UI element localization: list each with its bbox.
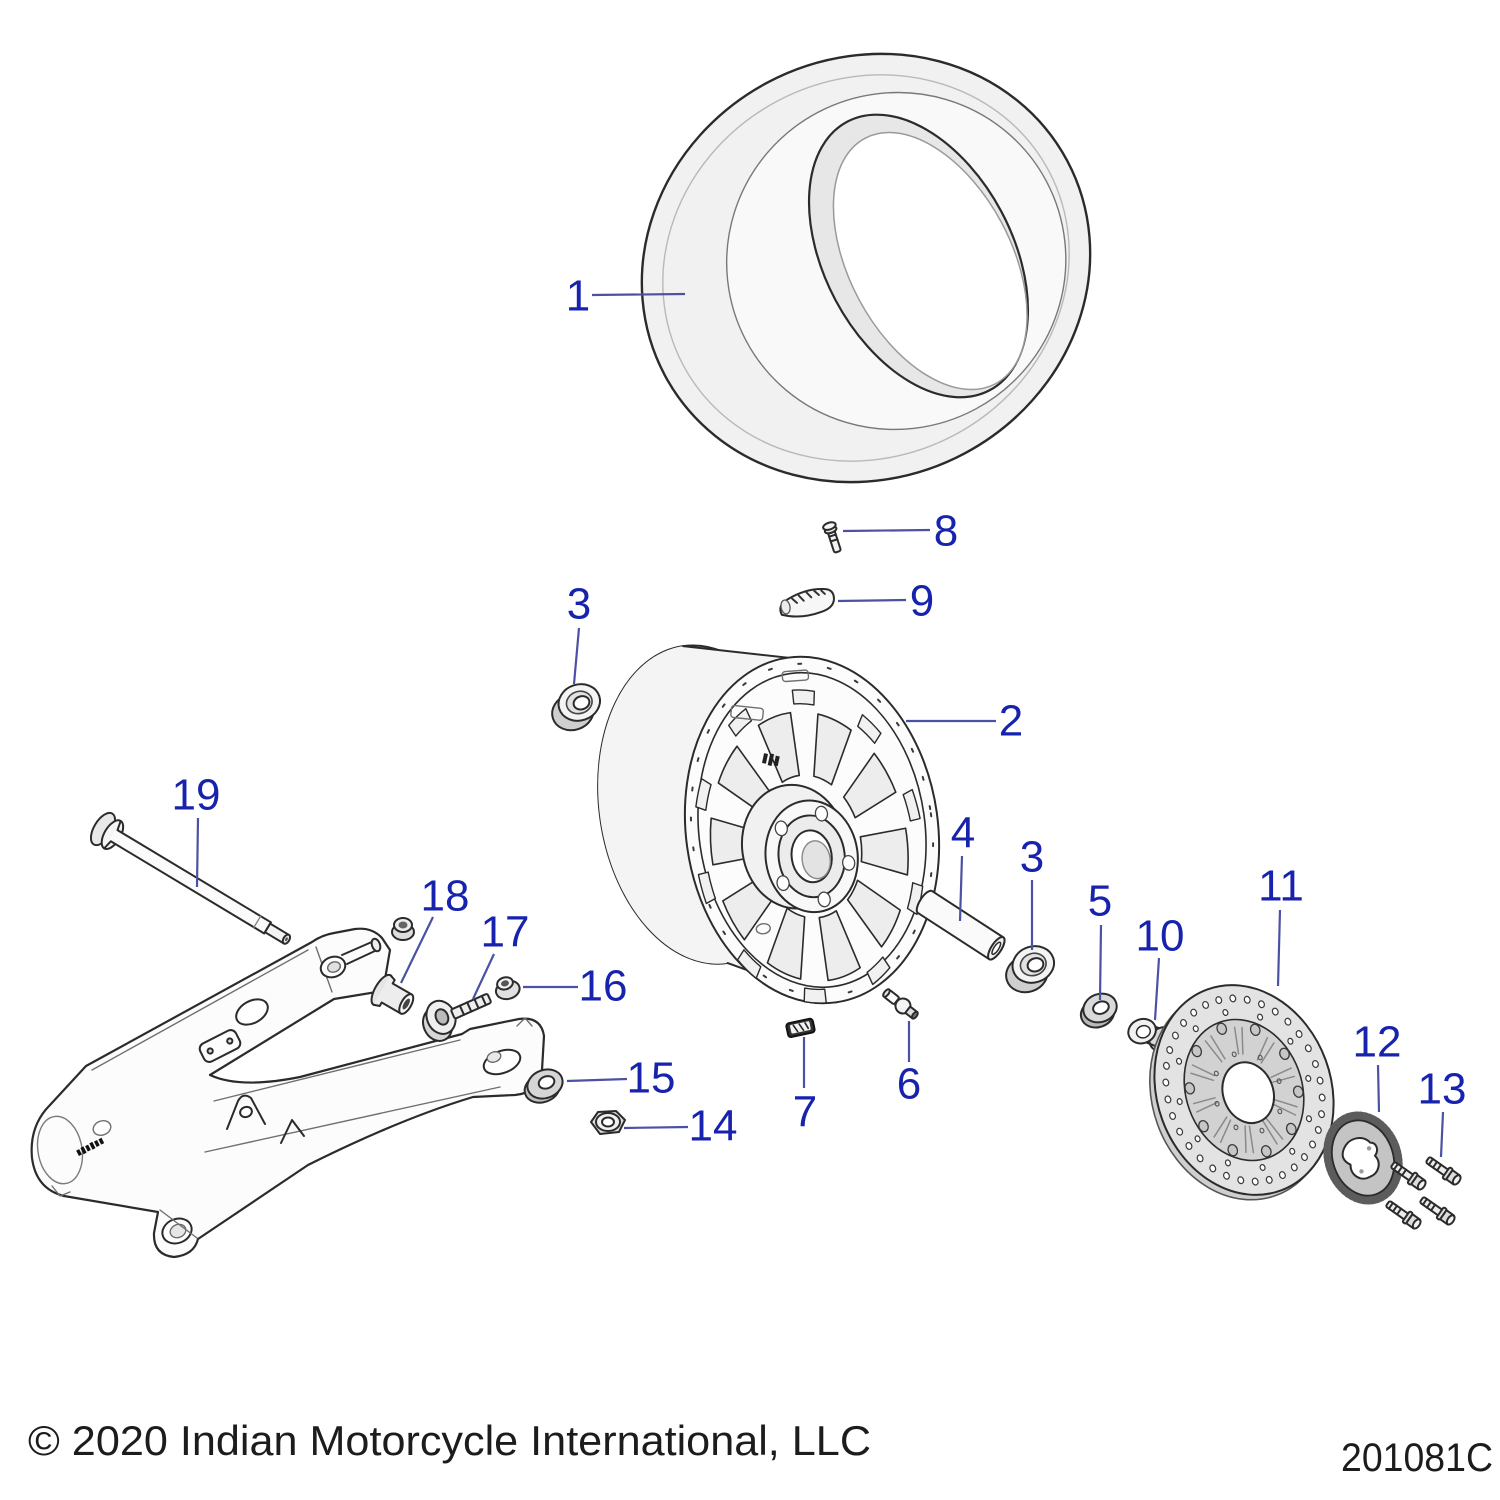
callout-7: 7	[793, 1088, 817, 1137]
abs-tone-ring-illustration	[1323, 1111, 1403, 1205]
leader-line-19	[195, 817, 200, 888]
callout-3: 3	[567, 580, 591, 629]
pivot-bushing-illustration	[370, 973, 415, 1015]
callout-6: 6	[897, 1060, 921, 1109]
diagram-code: 201081C	[1341, 1436, 1493, 1480]
brake-disc-illustration	[1149, 984, 1335, 1201]
callout-19: 19	[172, 771, 221, 820]
spacer-tube-illustration	[915, 889, 1006, 961]
leader-line-11	[1276, 909, 1282, 987]
disc-bolts-illustration	[1382, 1153, 1464, 1232]
callout-1: 1	[566, 272, 590, 321]
callout-16: 16	[579, 962, 628, 1011]
axle-nut-illustration	[590, 1110, 626, 1135]
leader-line-12	[1376, 1064, 1381, 1113]
leader-line-10	[1153, 957, 1161, 1021]
callout-17: 17	[481, 908, 530, 957]
leader-line-15	[566, 1077, 628, 1083]
callout-14: 14	[689, 1102, 738, 1151]
leader-line-1	[591, 292, 686, 297]
callout-12: 12	[1353, 1018, 1402, 1067]
pivot-bolt-illustration	[422, 993, 492, 1042]
wheel-illustration	[597, 644, 941, 1005]
clip-illustration	[785, 1017, 816, 1038]
tire-illustration	[640, 52, 1092, 484]
valve-stem-illustration	[882, 988, 919, 1020]
bearing-right-illustration	[1005, 945, 1056, 994]
callout-2: 2	[999, 697, 1023, 746]
leader-line-13	[1439, 1111, 1445, 1158]
callout-5: 5	[1088, 877, 1112, 926]
adjuster-nut-illustration	[391, 917, 415, 941]
callout-3: 3	[1020, 833, 1044, 882]
copyright-text: © 2020 Indian Motorcycle International, …	[28, 1417, 871, 1464]
leader-line-18	[400, 916, 434, 984]
axle-illustration	[89, 811, 292, 945]
leader-line-17	[472, 953, 495, 1000]
callout-11: 11	[1258, 862, 1304, 911]
callout-8: 8	[934, 507, 958, 556]
valve-screw-illustration	[822, 521, 842, 554]
leader-line-14	[623, 1125, 689, 1130]
leader-line-5	[1098, 924, 1103, 1001]
axle-washer-illustration	[523, 1068, 564, 1104]
callout-10: 10	[1136, 912, 1185, 961]
bearing-left-illustration	[551, 683, 602, 732]
callout-18: 18	[421, 872, 470, 921]
leader-line-8	[842, 528, 931, 533]
wheel-weight-illustration	[779, 588, 835, 618]
leader-line-4	[958, 855, 964, 922]
swingarm-illustration	[30, 927, 546, 1259]
leader-line-3	[572, 627, 581, 685]
callout-4: 4	[951, 809, 975, 858]
leader-line-9	[837, 598, 907, 603]
callout-15: 15	[627, 1054, 676, 1103]
washer-illustration	[1079, 992, 1118, 1029]
callout-9: 9	[910, 577, 934, 626]
flange-nut-illustration	[494, 976, 521, 1001]
callout-13: 13	[1418, 1065, 1467, 1114]
